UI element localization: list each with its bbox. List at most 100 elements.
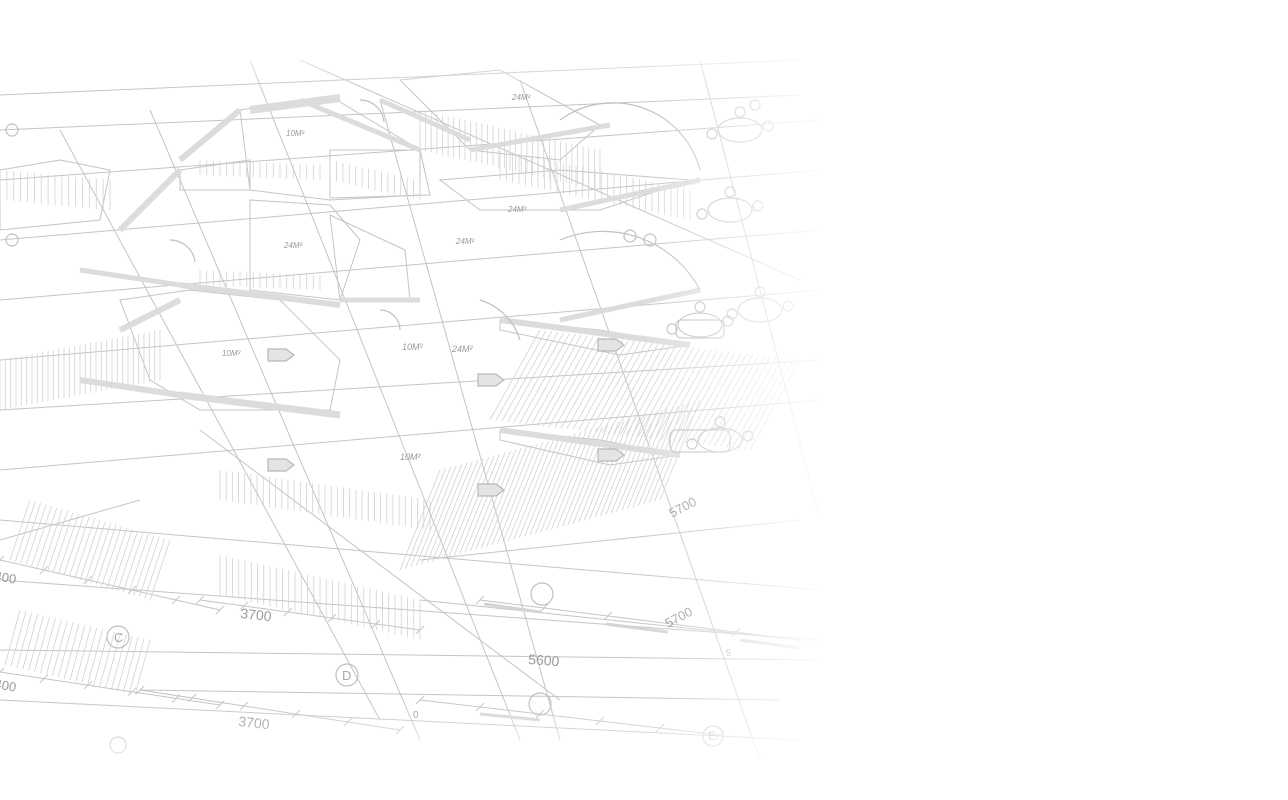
terrace-hatch [548,336,600,428]
room-area-label: 10M² [400,452,422,462]
door-swing-arc [169,239,196,263]
furniture-plant [749,99,761,111]
furniture-chair [694,301,706,313]
stair-tread [128,638,145,694]
dimension-tick [0,555,5,561]
room-outline [0,159,111,231]
wall-segment [179,391,341,419]
construction-line [149,109,421,741]
stair-tread [74,518,95,579]
dimension-label: 3700 [240,605,273,624]
stair-tread [63,623,80,679]
furniture-table [677,312,723,338]
terrace-hatch [649,348,700,439]
room-area-label: 10M² [222,349,241,358]
stair-tread [4,609,21,666]
dimension-line [0,559,221,611]
dimension-label: 3700 [238,713,271,732]
dimension-label: 0 [413,710,419,721]
terrace-hatch [554,337,606,428]
dimension-tick [83,575,93,585]
terrace-hatch [625,345,677,436]
column-marker [597,338,625,352]
terrace-hatch [529,434,571,536]
wall-segment [79,267,181,288]
grid-marker-label: 5 [726,648,731,658]
construction-line [379,99,561,741]
stair-tread [40,618,56,674]
stair-tread [58,513,79,574]
grid-bubble [5,233,19,247]
terrace-hatch [661,349,712,440]
terrace-hatch [513,439,555,540]
grid-marker-label: D [342,668,351,683]
terrace-hatch [442,458,484,559]
terrace-hatch [453,455,495,556]
construction-line [199,429,561,701]
terrace-hatch [578,421,620,523]
grid-bubble [335,663,359,687]
terrace-hatch [480,447,522,549]
room-outline [329,149,431,199]
door-swing-arc [359,99,385,123]
terrace-hatch [475,449,517,550]
wall-segment [559,287,701,323]
stair-tread [28,615,45,671]
construction-line [59,129,381,721]
stair-tread [52,512,74,573]
furniture-table [707,197,753,223]
room-area-label: 24M² [451,344,474,354]
terrace-hatch [502,442,544,543]
terrace-hatch [566,338,618,430]
terrace-hatch [486,446,528,547]
stair-tread [10,611,27,667]
door-swing-arc [479,299,521,341]
terrace-hatch [531,334,582,425]
dimension-line [479,599,801,641]
stair-tread [25,504,47,565]
terrace-hatch [495,330,547,421]
wall-segment [299,97,421,153]
furniture-chair [782,300,794,312]
stair-tread [15,501,36,562]
furniture-chair [752,200,764,212]
terrace-hatch [415,465,457,566]
stair-tread [51,620,68,677]
terrace-hatch [666,350,718,441]
dimension-line [419,699,721,736]
furniture-chair [706,128,718,140]
wall-segment [249,94,341,114]
dimension-tick [171,595,181,605]
terrace-hatch [643,347,694,438]
construction-line [0,94,801,131]
stair-tread [133,535,155,596]
stair-tread [22,613,39,670]
terrace-hatch [596,342,647,433]
stair-tread [111,529,133,590]
stair-tread [95,524,117,585]
construction-line [0,649,821,661]
terrace-hatch [590,341,641,432]
terrace-hatch [607,343,659,434]
dimension-line [199,599,421,631]
furniture-chair [734,106,746,118]
stair-tread [41,509,63,570]
terrace-hatch [637,346,689,438]
grid-bubble [106,625,130,649]
door-swing-arc [559,230,701,291]
room-area-label: 24M² [283,241,303,250]
terrace-hatch [627,408,668,509]
dimension-tick [283,607,293,617]
furniture-chair [762,120,774,132]
terrace-hatch [405,468,446,569]
construction-line [0,59,801,96]
terrace-hatch [525,333,576,425]
terrace-hatch [489,329,541,421]
stair-tread [63,515,85,576]
stair-tread [117,530,139,591]
terrace-hatch [497,443,538,544]
stair-tread [34,616,50,672]
terrace-hatch [720,356,771,447]
stair-tread [69,624,86,681]
terrace-hatch [426,462,468,563]
